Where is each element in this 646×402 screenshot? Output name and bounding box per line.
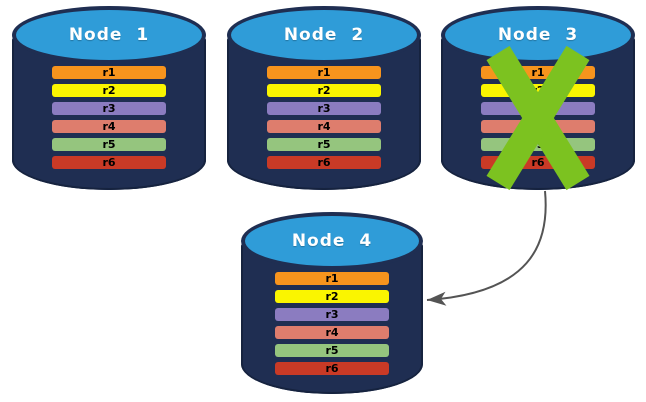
row-r5: r5 bbox=[52, 138, 166, 151]
row-r5: r5 bbox=[481, 138, 595, 151]
row-r2: r2 bbox=[275, 290, 389, 303]
row-r4: r4 bbox=[52, 120, 166, 133]
row-list: r1 r2 r3 r4 r5 r6 bbox=[12, 66, 206, 174]
node-4-cylinder: Node 4 r1 r2 r3 r4 r5 r6 bbox=[241, 212, 423, 394]
row-r6: r6 bbox=[267, 156, 381, 169]
cylinder-top: Node 4 bbox=[241, 212, 423, 270]
row-r1: r1 bbox=[52, 66, 166, 79]
cylinder-top: Node 3 bbox=[441, 6, 635, 64]
failover-arrow bbox=[426, 190, 547, 306]
row-r3: r3 bbox=[267, 102, 381, 115]
row-r4: r4 bbox=[275, 326, 389, 339]
row-r6: r6 bbox=[52, 156, 166, 169]
row-list: r1 r2 r3 r4 r5 r6 bbox=[441, 66, 635, 174]
row-r5: r5 bbox=[275, 344, 389, 357]
row-r3: r3 bbox=[52, 102, 166, 115]
node-label: Node 2 bbox=[283, 25, 365, 45]
row-r6: r6 bbox=[481, 156, 595, 169]
row-r3: r3 bbox=[481, 102, 595, 115]
node-2-cylinder: Node 2 r1 r2 r3 r4 r5 r6 bbox=[227, 6, 421, 190]
cylinder-top: Node 2 bbox=[227, 6, 421, 64]
row-r5: r5 bbox=[267, 138, 381, 151]
row-r4: r4 bbox=[481, 120, 595, 133]
row-list: r1 r2 r3 r4 r5 r6 bbox=[227, 66, 421, 174]
row-r4: r4 bbox=[267, 120, 381, 133]
node-1-cylinder: Node 1 r1 r2 r3 r4 r5 r6 bbox=[12, 6, 206, 190]
node-label: Node 4 bbox=[291, 231, 373, 251]
row-r1: r1 bbox=[267, 66, 381, 79]
row-list: r1 r2 r3 r4 r5 r6 bbox=[241, 272, 423, 380]
row-r6: r6 bbox=[275, 362, 389, 375]
row-r1: r1 bbox=[275, 272, 389, 285]
row-r1: r1 bbox=[481, 66, 595, 79]
row-r2: r2 bbox=[52, 84, 166, 97]
row-r3: r3 bbox=[275, 308, 389, 321]
node-3-cylinder: Node 3 r1 r2 r3 r4 r5 r6 bbox=[441, 6, 635, 190]
node-label: Node 1 bbox=[68, 25, 150, 45]
node-label: Node 3 bbox=[497, 25, 579, 45]
cylinder-top: Node 1 bbox=[12, 6, 206, 64]
row-r2: r2 bbox=[481, 84, 595, 97]
row-r2: r2 bbox=[267, 84, 381, 97]
